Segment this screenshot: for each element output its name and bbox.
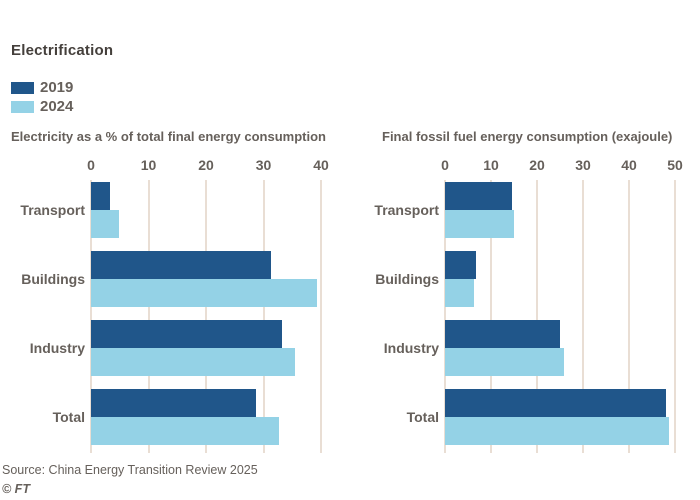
bar-2024-industry [445, 348, 564, 376]
category-label-buildings: Buildings [21, 271, 85, 287]
source-note: Source: China Energy Transition Review 2… [2, 463, 258, 477]
category-label-industry: Industry [383, 340, 439, 356]
x-tick-label-10: 10 [140, 157, 157, 173]
legend-item-2019: 2019 [11, 78, 73, 97]
bar-2019-transport [445, 182, 513, 210]
gridline-0 [90, 180, 92, 453]
bar-2019-total [91, 389, 257, 417]
x-tick-label-0: 0 [441, 157, 449, 173]
legend-label-2024: 2024 [40, 98, 74, 115]
x-tick-label-40: 40 [313, 157, 329, 173]
legend: 2019 2024 [11, 78, 73, 116]
bar-2024-industry [91, 348, 295, 376]
x-tick-label-30: 30 [575, 157, 591, 173]
chart-panel-electricity-share: Electricity as a % of total final energy… [0, 0, 350, 460]
bar-2024-transport [445, 210, 514, 238]
bar-2019-industry [91, 320, 283, 348]
x-tick-label-20: 20 [529, 157, 545, 173]
x-tick-label-50: 50 [667, 157, 683, 173]
gridline-50 [674, 180, 676, 453]
category-label-transport: Transport [20, 202, 85, 218]
legend-label-2019: 2019 [40, 79, 74, 96]
legend-swatch-2024 [11, 100, 34, 113]
gridline-0 [444, 180, 446, 453]
x-tick-label-40: 40 [621, 157, 637, 173]
page-title: Electrification [11, 42, 114, 59]
chart-subtitle-electricity-share: Electricity as a % of total final energy… [11, 129, 326, 144]
gridline-30 [582, 180, 584, 453]
bar-2024-buildings [445, 279, 475, 307]
bar-2024-buildings [91, 279, 317, 307]
category-label-industry: Industry [29, 340, 85, 356]
gridline-40 [628, 180, 630, 453]
category-label-total: Total [406, 409, 439, 425]
bar-2019-industry [445, 320, 560, 348]
x-tick-label-10: 10 [483, 157, 499, 173]
gridline-40 [320, 180, 322, 453]
bar-2024-total [91, 417, 280, 445]
ft-copyright: © FT [2, 482, 30, 496]
category-label-buildings: Buildings [375, 271, 439, 287]
legend-swatch-2019 [11, 81, 34, 94]
category-label-total: Total [52, 409, 85, 425]
gridline-30 [262, 180, 265, 453]
gridline-10 [147, 180, 150, 453]
bar-2024-total [445, 417, 670, 445]
category-label-transport: Transport [374, 202, 439, 218]
x-tick-label-30: 30 [255, 157, 272, 173]
gridline-10 [490, 180, 492, 453]
x-tick-label-20: 20 [198, 157, 214, 173]
bar-2019-buildings [445, 251, 477, 279]
gridline-20 [536, 180, 538, 453]
bar-2019-transport [91, 182, 110, 210]
chart-panel-fossil-fuel: Final fossil fuel energy consumption (ex… [350, 0, 700, 460]
bar-2019-buildings [91, 251, 271, 279]
x-tick-label-0: 0 [87, 157, 95, 173]
chart-subtitle-fossil-fuel: Final fossil fuel energy consumption (ex… [382, 129, 673, 144]
legend-item-2024: 2024 [11, 97, 73, 116]
bar-2019-total [445, 389, 666, 417]
bar-2024-transport [91, 210, 120, 238]
gridline-20 [205, 180, 207, 453]
